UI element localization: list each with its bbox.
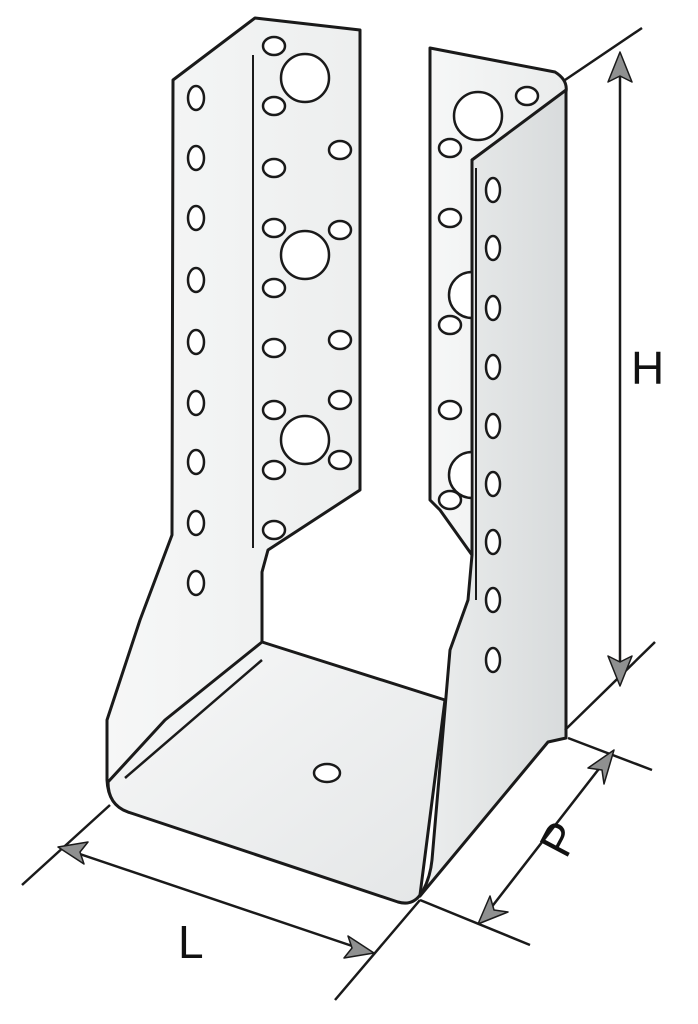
dimension-arrow-icon: [57, 841, 89, 865]
hole: [437, 314, 463, 336]
extension-line: [564, 641, 656, 731]
hole: [186, 569, 206, 597]
hole: [279, 229, 331, 281]
hole: [186, 509, 206, 537]
dimension-arrow-icon: [607, 51, 633, 83]
hole: [437, 489, 463, 511]
hole: [327, 329, 353, 351]
hole: [186, 84, 206, 112]
hole: [261, 337, 287, 359]
hole: [452, 90, 504, 142]
hole: [327, 449, 353, 471]
hole: [261, 35, 287, 57]
hole: [514, 85, 540, 107]
bracket-drawing: [105, 16, 568, 905]
hole: [186, 204, 206, 232]
hole: [484, 470, 502, 498]
right-flange: [428, 46, 568, 557]
hole: [279, 52, 331, 104]
length-dimension-line: [61, 846, 371, 954]
base-fold-line: [124, 659, 263, 779]
hole: [186, 448, 206, 476]
hole: [261, 399, 287, 421]
hole: [261, 459, 287, 481]
hole: [261, 95, 287, 117]
holes: [186, 35, 540, 784]
extension-line: [564, 26, 643, 82]
hole: [484, 176, 502, 204]
hole: [327, 389, 353, 411]
height-label: H: [631, 342, 664, 394]
depth-dimension-line: [479, 751, 613, 923]
hole: [279, 414, 331, 466]
hole: [437, 207, 463, 229]
hole: [261, 157, 287, 179]
hole: [186, 328, 206, 356]
hole: [447, 450, 474, 500]
dimension-arrow-icon: [587, 749, 615, 785]
hole: [186, 144, 206, 172]
hole: [484, 528, 502, 556]
hole: [484, 412, 502, 440]
hole: [484, 646, 502, 674]
hole: [261, 519, 287, 541]
hole: [312, 762, 342, 784]
base-plate: [106, 640, 447, 905]
dimension-arrow-icon: [343, 935, 375, 959]
dimension-arrow-icon: [607, 655, 633, 687]
hole: [327, 139, 353, 161]
hole: [484, 234, 502, 262]
extension-line: [334, 899, 421, 1001]
hole: [261, 277, 287, 299]
hole: [437, 137, 463, 159]
hole: [437, 399, 463, 421]
hole: [484, 586, 502, 614]
hole: [484, 294, 502, 322]
hole: [186, 389, 206, 417]
hole: [261, 217, 287, 239]
hole: [447, 270, 474, 320]
dimension-arrow-heads: [57, 51, 633, 959]
hole: [484, 353, 502, 381]
dimension-arrow-icon: [477, 895, 509, 925]
extension-line: [419, 898, 531, 947]
length-label: L: [178, 916, 204, 968]
hole: [327, 219, 353, 241]
hole: [186, 266, 206, 294]
